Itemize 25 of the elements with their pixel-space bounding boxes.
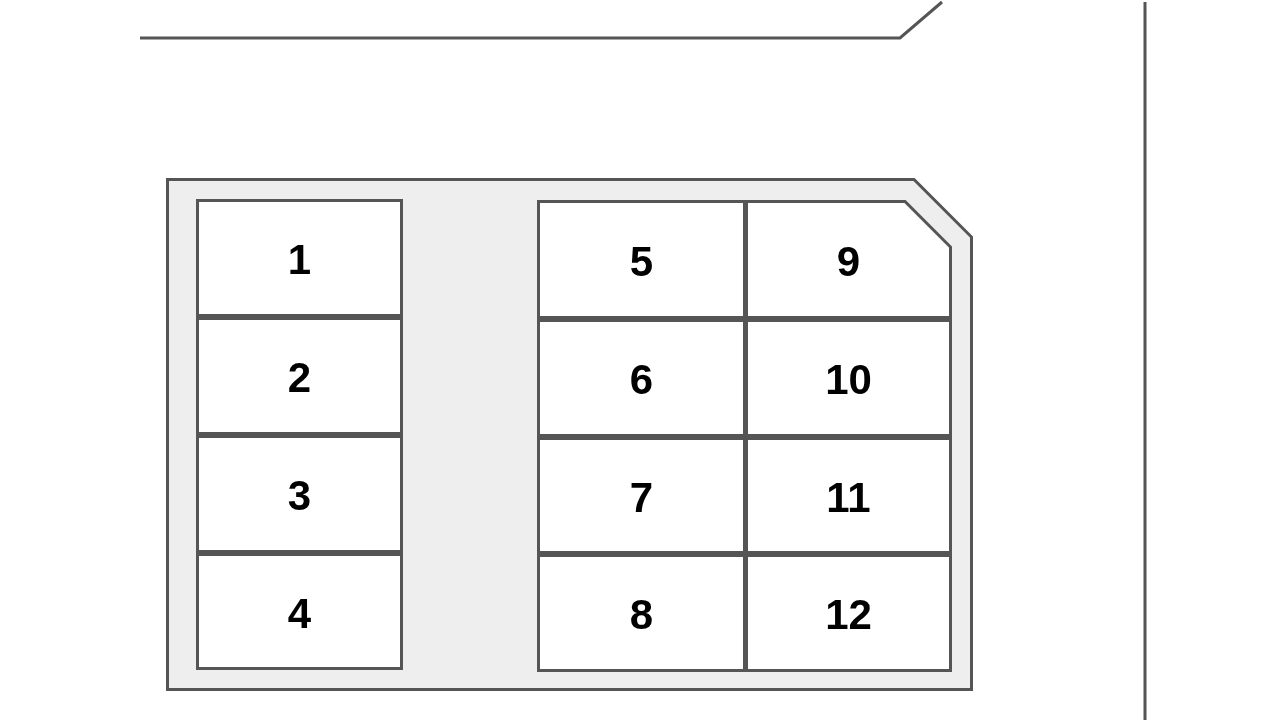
fuse-slot <box>537 200 746 319</box>
slot-number: 4 <box>287 592 312 635</box>
fuse-slot <box>745 554 952 672</box>
fuse-slot <box>537 554 746 672</box>
fuse-slot <box>745 437 952 554</box>
fuse-slot <box>537 437 746 554</box>
slot-number: 1 <box>287 238 312 281</box>
fuse-slot <box>196 317 403 435</box>
fuse-slot <box>537 319 746 437</box>
slot-number: 7 <box>629 476 654 519</box>
fuse-slot <box>196 553 403 670</box>
slot-number: 6 <box>629 358 654 401</box>
fuse-box-outline <box>166 178 973 691</box>
fuse-slot <box>745 319 952 437</box>
slot-number: 5 <box>629 240 654 283</box>
slot-number: 11 <box>826 476 871 519</box>
slot-number: 2 <box>287 356 312 399</box>
fuse-slot <box>196 199 403 317</box>
slot-number: 12 <box>825 593 872 636</box>
fuse-slot <box>745 200 952 319</box>
fuse-slot <box>196 435 403 553</box>
slot-number: 3 <box>287 474 312 517</box>
slot-number: 9 <box>836 240 861 283</box>
slot-number: 10 <box>825 358 872 401</box>
slot-number: 8 <box>629 593 654 636</box>
